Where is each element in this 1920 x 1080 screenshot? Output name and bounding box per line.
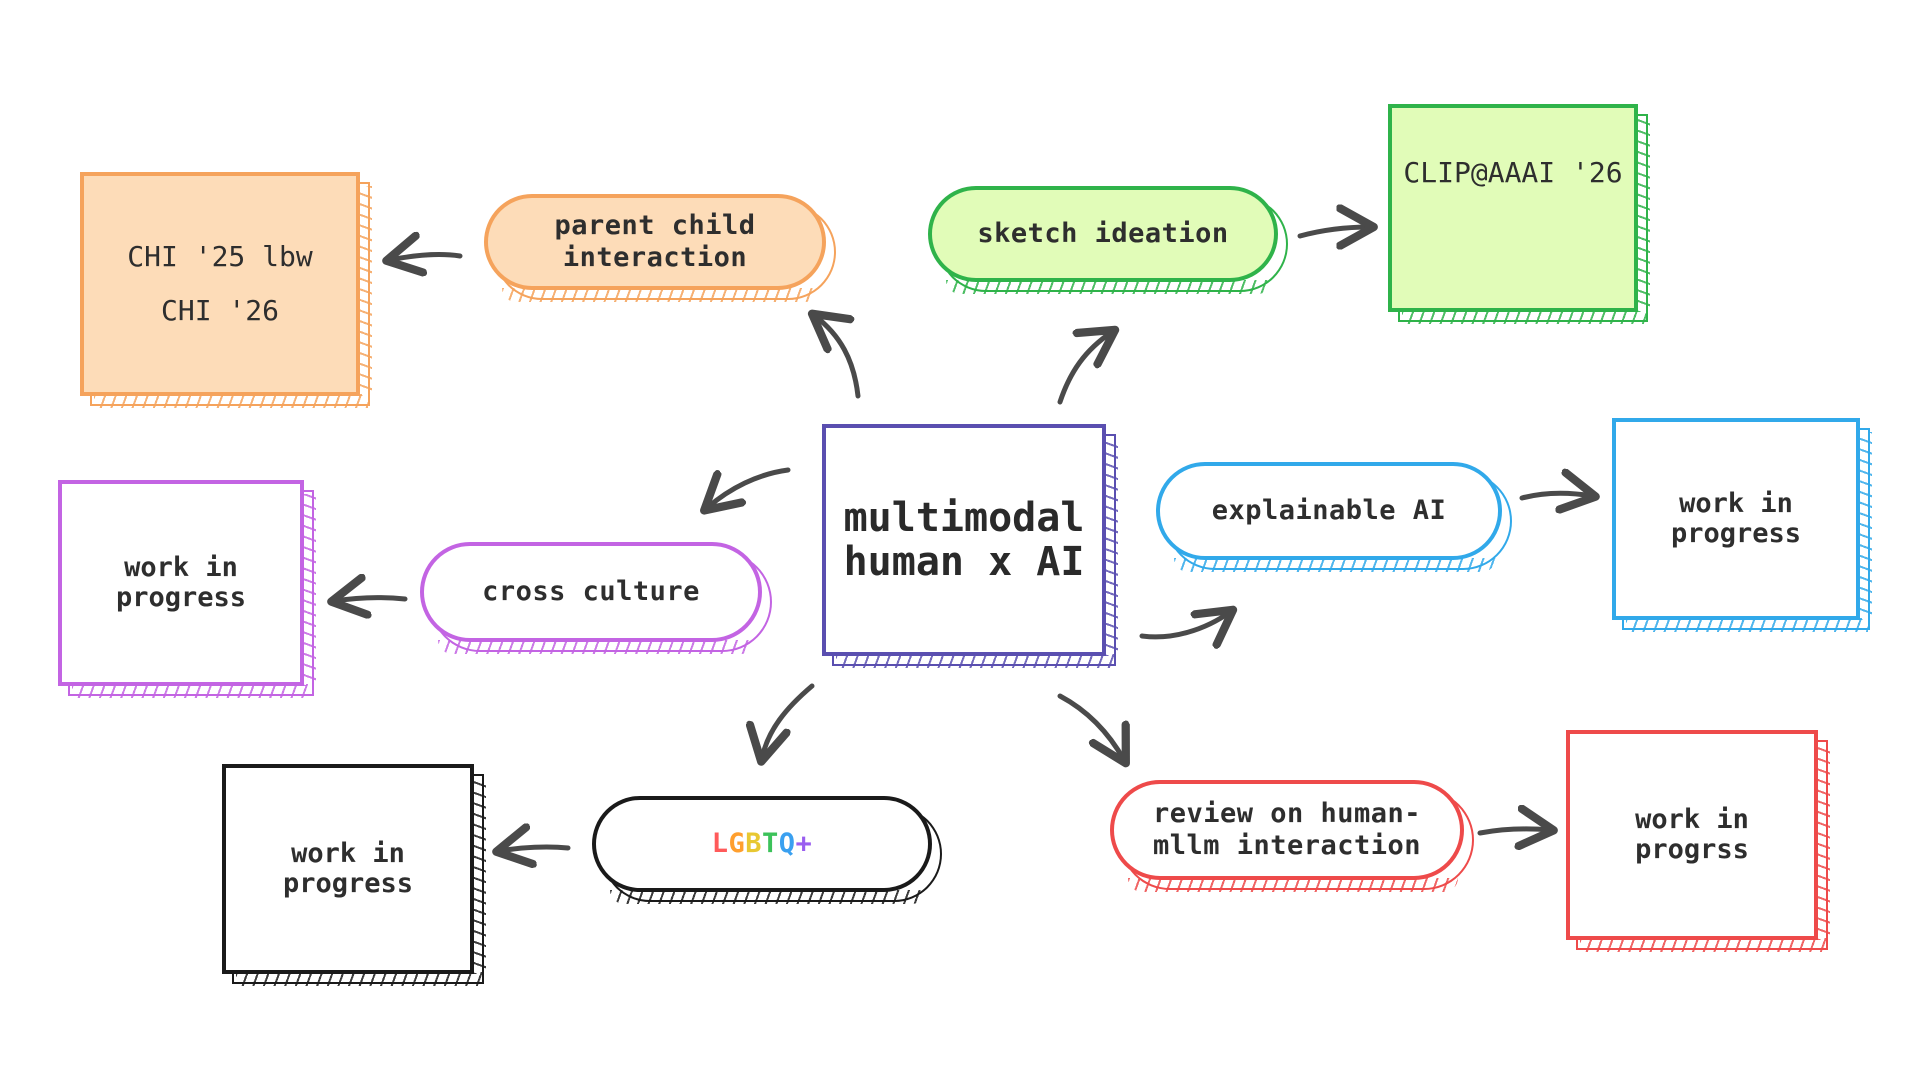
lgbtq-letter: B [745, 828, 762, 859]
lgbtq-letter: T [762, 828, 779, 859]
arrow-center-to-parent-child [815, 316, 861, 399]
arrow-center-to-review [1057, 693, 1124, 760]
output-lgbtq: work in progress [222, 764, 486, 986]
lgbtq-letter: G [728, 828, 746, 859]
output-review-line1: work in [1635, 804, 1749, 835]
output-parent-child-line1: CHI '25 lbw [127, 240, 313, 273]
output-review-line2: progrss [1635, 834, 1749, 865]
topic-cross-culture-label: cross culture [482, 576, 700, 607]
topic-sketch-ideation: sketch ideation [928, 186, 1278, 294]
arrow-center-to-explainable [1139, 612, 1230, 637]
arrow-explainable-to-output [1519, 493, 1592, 498]
arrow-parent-child-to-output [390, 255, 463, 260]
topic-explainable-label: explainable AI [1211, 495, 1447, 526]
topic-parent-child-line2: interaction [562, 242, 748, 273]
output-parent-child-line2: CHI '26 [160, 294, 279, 327]
topic-sketch-label: sketch ideation [977, 218, 1229, 249]
topic-cross-culture: cross culture [420, 542, 762, 654]
arrow-center-to-cross-culture [707, 467, 791, 508]
arrow-sketch-to-output [1297, 227, 1370, 236]
output-cross-culture-line2: progress [115, 582, 247, 613]
lgbtq-letter: L [711, 828, 729, 859]
lgbtq-letter: + [795, 828, 813, 859]
topic-lgbtq: LGBTQ+ [592, 796, 932, 904]
output-lgbtq-line2: progress [282, 868, 414, 899]
lgbtq-letter: Q [778, 828, 796, 859]
topic-explainable-ai: explainable AI [1156, 462, 1502, 572]
topic-parent-child-line1: parent child [554, 210, 756, 241]
topic-review-human-mllm: review on human- mllm interaction [1110, 780, 1464, 892]
topic-review-line2: mllm interaction [1152, 830, 1422, 861]
arrow-cross-culture-to-output [335, 598, 408, 601]
central-topic-line2: human x AI [843, 539, 1085, 585]
output-lgbtq-line1: work in [291, 838, 405, 869]
topic-review-line1: review on human- [1152, 798, 1422, 829]
output-explainable-line2: progress [1670, 518, 1802, 549]
output-parent-child: CHI '25 lbw CHI '26 [80, 172, 372, 408]
output-sketch: CLIP@AAAI '26 [1388, 104, 1650, 324]
output-cross-culture-line1: work in [124, 552, 238, 583]
arrow-center-to-sketch [1057, 332, 1112, 405]
central-topic: multimodal human x AI [822, 424, 1118, 668]
output-cross-culture: work in progress [58, 480, 316, 698]
output-explainable-line1: work in [1679, 488, 1793, 519]
central-topic-line1: multimodal [843, 495, 1085, 541]
output-review: work in progrss [1566, 730, 1830, 952]
output-sketch-label: CLIP@AAAI '26 [1403, 156, 1623, 189]
topic-parent-child-interaction: parent child interaction [484, 194, 826, 302]
arrow-review-to-output [1477, 829, 1550, 833]
topic-lgbtq-label: LGBTQ+ [712, 828, 813, 860]
arrow-center-to-lgbtq [762, 683, 815, 758]
arrow-lgbtq-to-output [500, 847, 571, 851]
output-explainable: work in progress [1612, 418, 1872, 632]
